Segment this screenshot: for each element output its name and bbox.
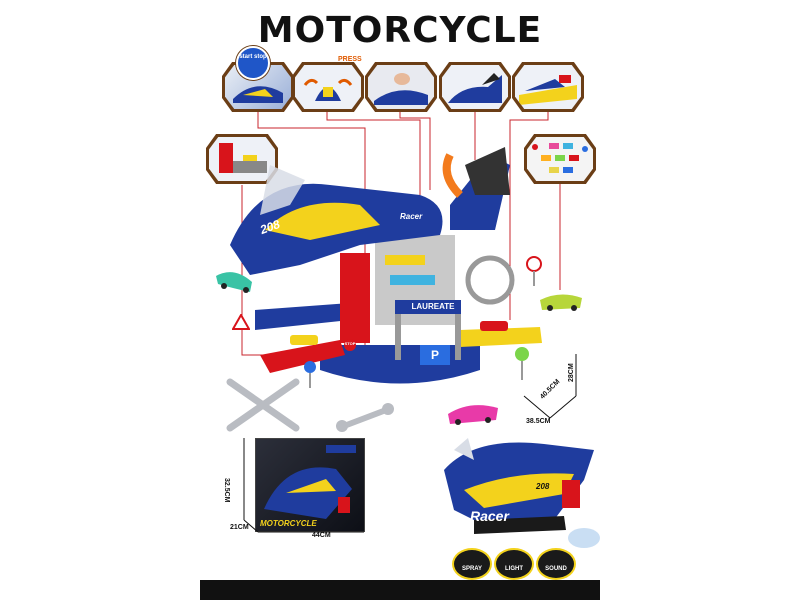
box-dimension-lines: [243, 438, 364, 533]
thumb-1-illustration: [233, 86, 283, 103]
warning-sign-icon: [232, 314, 250, 330]
badge-sound: SOUND: [536, 548, 576, 580]
thumb-elevator: [206, 134, 278, 184]
box-width: 44CM: [312, 532, 331, 539]
thumb-3-illustration: [374, 73, 428, 105]
product-dimension-lines: [523, 354, 577, 419]
badge-spray-label: SPRAY: [461, 566, 483, 572]
thumb-seat-open: [439, 62, 511, 112]
thumb-press: [292, 62, 364, 112]
wheel-gear: [465, 255, 515, 305]
parking-sign: P: [430, 348, 439, 362]
badge-light-label: LIGHT: [505, 566, 523, 572]
footer-bar: [200, 580, 600, 600]
box-height: 32.5CM: [223, 478, 230, 503]
cross-wrench-icon: [226, 378, 300, 432]
thumb-6-illustration: [219, 143, 267, 173]
package-box: MOTORCYCLE: [255, 438, 365, 532]
page-title: MOTORCYCLE: [257, 10, 543, 51]
no-entry-sign-icon: [526, 256, 542, 286]
start-stop-button-icon: [236, 46, 270, 80]
dim-height: 28CM: [568, 363, 575, 382]
box-depth: 21CM: [230, 524, 249, 531]
stop-sign: STOP: [344, 341, 356, 346]
bike-brand-small: Racer: [400, 212, 423, 221]
package-logo: MOTORCYCLE: [260, 519, 317, 528]
badge-light: LIGHT: [494, 548, 534, 580]
closed-view-number: 208: [536, 482, 550, 491]
closed-view-brand: Racer: [470, 508, 509, 524]
pink-car-icon: [448, 405, 498, 425]
start-stop-label: start stop: [239, 54, 267, 60]
lime-car-icon: [540, 294, 582, 311]
press-label: PRESS: [338, 56, 362, 63]
motorcycle-closed-view: [444, 438, 600, 548]
thumb-2-illustration: [303, 78, 353, 101]
thumb-accessories: [524, 134, 596, 184]
spanner-icon: [336, 403, 394, 432]
thumb-hand-press: [365, 62, 437, 112]
red-tower: [340, 253, 370, 343]
package-box-art: [264, 445, 356, 519]
h-sign-icon: [515, 347, 529, 380]
badge-spray: SPRAY: [452, 548, 492, 580]
motorcycle-playset: [230, 147, 542, 384]
callout-line-3: [399, 112, 431, 190]
badge-sound-label: SOUND: [545, 566, 567, 572]
thumb-5-illustration: [519, 75, 577, 105]
green-car-icon: [216, 272, 252, 293]
thumb-ramp: [512, 62, 584, 112]
callout-line-2: [326, 112, 421, 195]
dim-width: 38.5CM: [526, 418, 551, 425]
blue-sign-icon: [304, 361, 316, 388]
thumb-7-illustration: [532, 143, 588, 173]
callout-line-5: [509, 112, 549, 320]
gate-sign: LAUREATE: [411, 302, 455, 311]
thumb-4-illustration: [448, 73, 502, 103]
